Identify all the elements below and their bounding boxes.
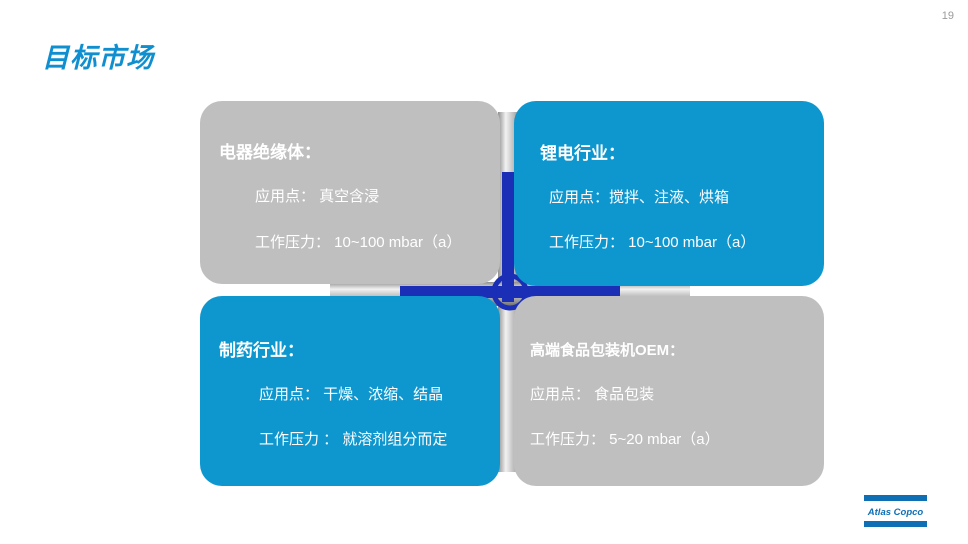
card-lithium-battery: 锂电行业： 应用点：搅拌、注液、烘箱 工作压力： 10~100 mbar（a） bbox=[514, 101, 824, 286]
card-food-packaging: 高端食品包装机OEM： 应用点： 食品包装 工作压力： 5~20 mbar（a） bbox=[514, 296, 824, 486]
atlas-copco-logo: Atlas Copco bbox=[864, 495, 927, 527]
card-electrical-insulator: 电器绝缘体： 应用点： 真空含浸 工作压力： 10~100 mbar（a） bbox=[200, 101, 500, 284]
card-heading: 锂电行业： bbox=[540, 144, 625, 163]
slide-title: 目标市场 bbox=[42, 43, 154, 73]
logo-text: Atlas Copco bbox=[867, 507, 924, 518]
card-pressure: 工作压力： 10~100 mbar（a） bbox=[255, 234, 462, 251]
card-pharmaceutical: 制药行业： 应用点： 干燥、浓缩、结晶 工作压力 ： 就溶剂组分而定 bbox=[200, 296, 500, 486]
page-number: 19 bbox=[941, 10, 954, 22]
card-heading: 电器绝缘体： bbox=[219, 143, 321, 162]
card-application: 应用点： 干燥、浓缩、结晶 bbox=[259, 386, 444, 403]
card-application: 应用点： 食品包装 bbox=[530, 386, 655, 403]
card-heading: 制药行业： bbox=[219, 341, 304, 360]
card-application: 应用点：搅拌、注液、烘箱 bbox=[549, 189, 730, 206]
card-pressure: 工作压力 ： 就溶剂组分而定 bbox=[259, 431, 448, 448]
card-pressure: 工作压力： 10~100 mbar（a） bbox=[549, 234, 756, 251]
card-pressure: 工作压力： 5~20 mbar（a） bbox=[530, 431, 720, 448]
card-application: 应用点： 真空含浸 bbox=[255, 188, 380, 205]
card-heading: 高端食品包装机OEM： bbox=[530, 342, 685, 359]
